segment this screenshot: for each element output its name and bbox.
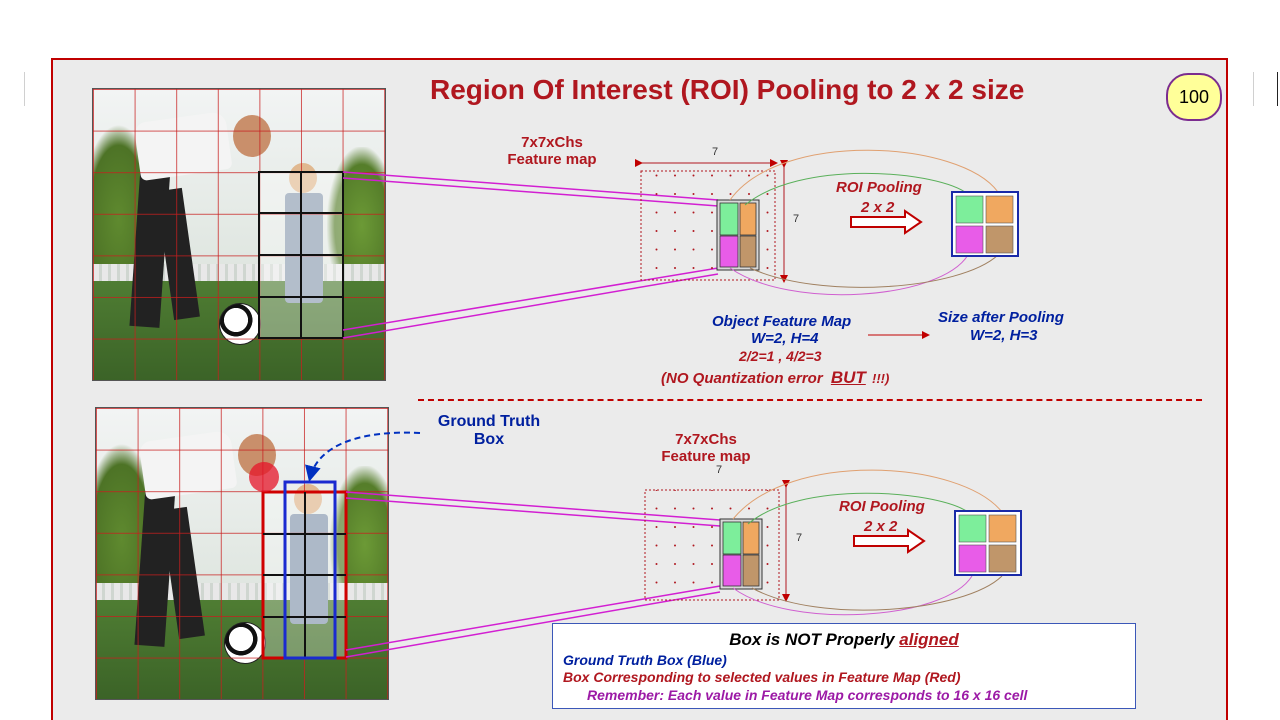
size-after-wh-label: W=2, H=3 [970, 327, 1038, 344]
bottom-photo [95, 407, 389, 700]
division-label: 2/2=1 , 4/2=3 [739, 348, 822, 364]
note-line-ground-truth: Ground Truth Box (Blue) [563, 652, 727, 668]
bottom-pool-size-label: 2 x 2 [864, 518, 898, 535]
alignment-note-box: Box is NOT Properly aligned Ground Truth… [552, 623, 1136, 709]
top-photo [92, 88, 386, 381]
size-after-pooling-label: Size after Pooling [938, 309, 1064, 326]
note-line-remember: Remember: Each value in Feature Map corr… [587, 687, 1028, 703]
note-title: Box is NOT Properly aligned [729, 630, 959, 649]
section-separator [418, 399, 1202, 401]
slide-title: Region Of Interest (ROI) Pooling to 2 x … [430, 74, 1025, 105]
object-wh-label: W=2, H=4 [751, 330, 819, 347]
right-edge-mark-dark [1277, 72, 1278, 106]
note-line-selected-box: Box Corresponding to selected values in … [563, 669, 961, 685]
top-height-label: 7 [793, 213, 800, 225]
top-feature-map-label: 7x7xChs Feature map [507, 134, 597, 168]
object-feature-map-label: Object Feature Map [712, 313, 852, 330]
no-quantization-label: (NO Quantization error BUT !!!) [661, 368, 890, 387]
bottom-roi-pooling-label: ROI Pooling [839, 498, 925, 515]
ground-truth-label: Ground Truth Box [437, 413, 541, 448]
bottom-feature-map-label: 7x7xChs Feature map [661, 431, 751, 465]
bottom-height-label: 7 [796, 532, 803, 544]
page-number-badge: 100 [1166, 73, 1222, 121]
right-edge-mark [1253, 72, 1254, 106]
top-width-label: 7 [712, 146, 719, 158]
top-roi-pooling-label: ROI Pooling [836, 179, 922, 196]
bottom-width-label: 7 [716, 464, 723, 476]
left-edge-mark [24, 72, 25, 106]
top-pool-size-label: 2 x 2 [861, 199, 895, 216]
